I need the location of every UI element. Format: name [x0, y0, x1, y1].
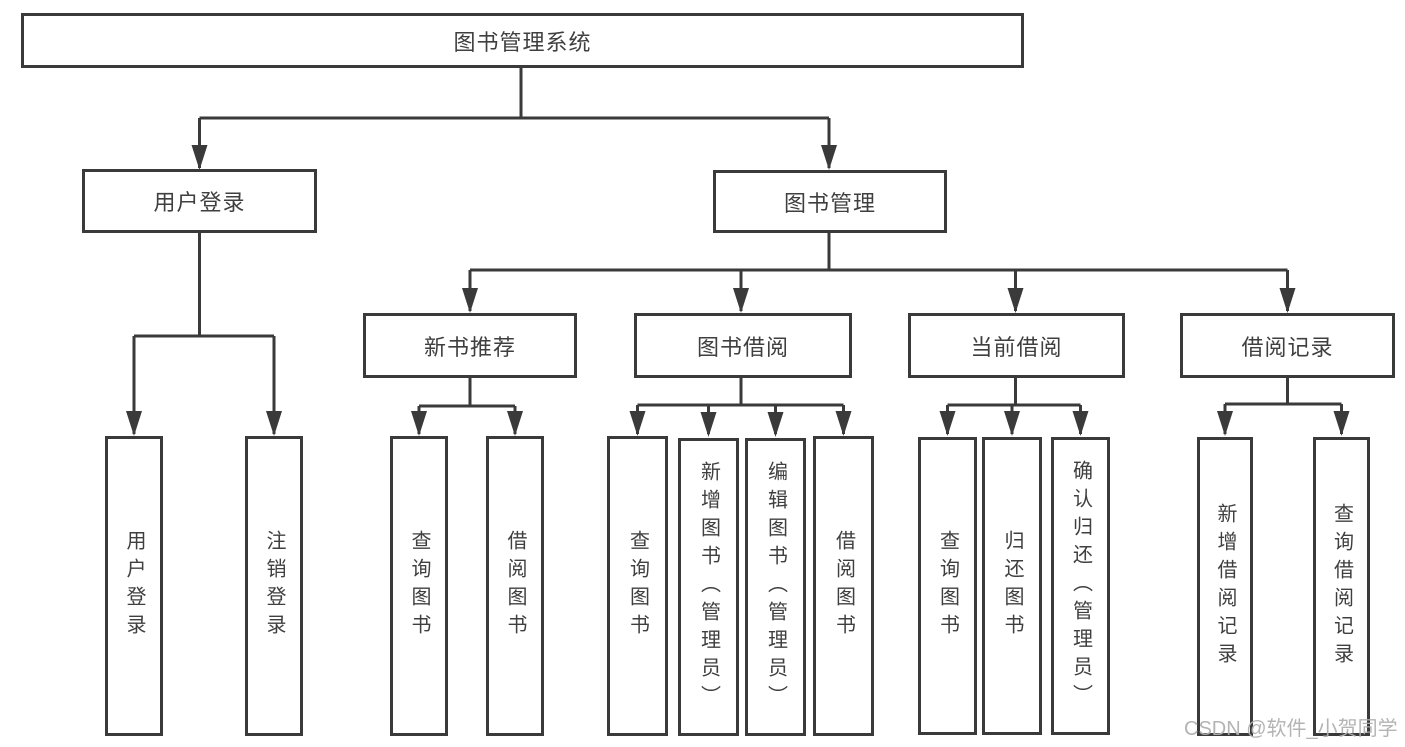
node-label: 用户登录	[153, 190, 246, 215]
connector-borrowrecords-to-leaves	[1223, 378, 1343, 434]
leaf-query-books-current: 查询图书	[918, 437, 977, 735]
node-book-borrowing: 图书借阅	[634, 313, 852, 378]
leaf-add-borrow-record: 新增借阅记录	[1197, 437, 1253, 736]
leaf-label: 查询图书	[408, 530, 430, 642]
node-label: 借阅记录	[1241, 334, 1334, 360]
connector-newbook-to-leaves	[417, 378, 517, 434]
leaf-label: 借阅图书	[504, 530, 526, 642]
leaf-borrow-books-borrowing: 借阅图书	[813, 436, 874, 736]
leaf-query-borrow-record: 查询借阅记录	[1313, 437, 1370, 736]
leaf-confirm-return-admin: 确认归还（管理员）	[1051, 437, 1110, 735]
connector-bookmgmt-to-level3	[468, 233, 1289, 311]
leaf-query-books-newbook: 查询图书	[390, 436, 448, 736]
node-user-login: 用户登录	[82, 169, 317, 233]
leaf-label: 查询图书	[626, 530, 649, 642]
node-label: 图书管理	[783, 190, 876, 216]
leaf-label: 新增图书（管理员）	[697, 461, 720, 713]
node-label: 图书管理系统	[453, 29, 592, 55]
arrowheads	[126, 145, 1350, 437]
leaf-label: 查询图书	[936, 530, 959, 642]
leaf-add-book-admin: 新增图书（管理员）	[678, 438, 739, 736]
leaf-label: 新增借阅记录	[1214, 502, 1236, 671]
connector-userlogin-to-leaves	[132, 233, 276, 434]
leaf-return-book: 归还图书	[982, 437, 1042, 735]
leaf-label: 归还图书	[1001, 530, 1023, 642]
node-label: 当前借阅	[970, 334, 1063, 360]
leaf-label: 查询借阅记录	[1330, 502, 1353, 671]
csdn-watermark: CSDN @软件_小贺同学	[1184, 718, 1398, 740]
node-label: 新书推荐	[423, 334, 516, 360]
leaf-label: 用户登录	[123, 530, 145, 642]
node-book-management: 图书管理	[713, 170, 947, 233]
connector-root-to-level2	[198, 68, 831, 168]
leaf-label: 注销登录	[263, 530, 285, 642]
leaf-user-login: 用户登录	[105, 436, 163, 736]
node-new-book-recommendation: 新书推荐	[363, 313, 577, 378]
leaf-label: 确认归还（管理员）	[1069, 460, 1092, 712]
connector-bookborrow-to-leaves	[636, 378, 845, 434]
leaf-query-books-borrowing: 查询图书	[607, 436, 668, 736]
node-library-management-system: 图书管理系统	[21, 13, 1024, 68]
node-label: 图书借阅	[696, 334, 789, 360]
leaf-label: 借阅图书	[832, 530, 855, 642]
leaf-logout: 注销登录	[245, 436, 303, 736]
node-current-borrowing: 当前借阅	[908, 313, 1125, 378]
leaf-edit-book-admin: 编辑图书（管理员）	[745, 438, 806, 736]
node-borrowing-records: 借阅记录	[1180, 313, 1395, 378]
leaf-borrow-books-newbook: 借阅图书	[486, 436, 544, 736]
leaf-label: 编辑图书（管理员）	[764, 461, 787, 713]
